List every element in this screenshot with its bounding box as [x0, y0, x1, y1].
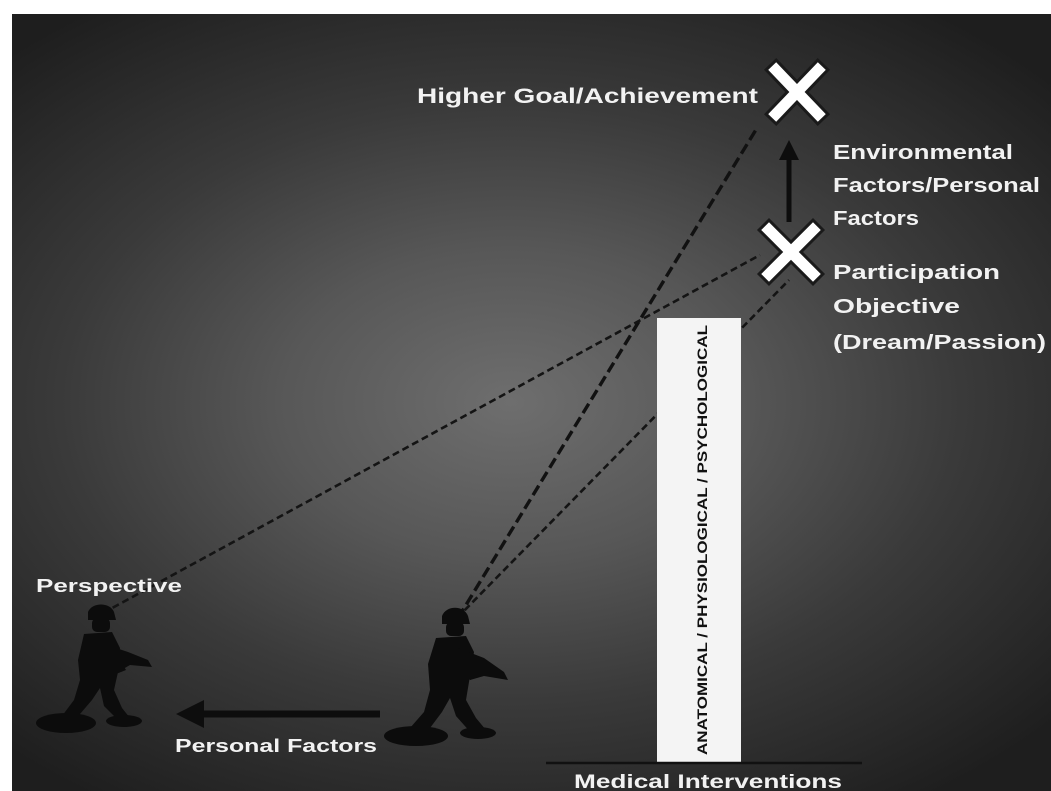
barrier-label: ANATOMICAL / PHYSIOLOGICAL / PSYCHOLOGIC… [695, 325, 710, 755]
medical-interventions-label: Medical Interventions [574, 772, 842, 791]
sight-line-participation [456, 279, 790, 619]
perspective-label: Perspective [36, 576, 182, 596]
barrier-column [657, 318, 741, 762]
personal-factors-label: Personal Factors [175, 736, 377, 756]
diagram-canvas: ANATOMICAL / PHYSIOLOGICAL / PSYCHOLOGIC… [12, 14, 1051, 791]
higher-goal-label: Higher Goal/Achievement [417, 85, 758, 108]
participation-objective-label-line3: (Dream/Passion) [833, 332, 1046, 354]
environmental-factors-label-line2: Factors/Personal [833, 175, 1040, 197]
sight-line-perspective [102, 253, 761, 615]
higher-goal-x-mark-icon [763, 57, 831, 127]
participation-objective-label-line1: Participation [833, 262, 1000, 284]
soldier-silhouette-icon [36, 604, 152, 733]
participation-x-mark-icon [756, 217, 826, 287]
soldier-silhouette-icon [384, 607, 508, 746]
diagram-svg: ANATOMICAL / PHYSIOLOGICAL / PSYCHOLOGIC… [36, 57, 1046, 791]
environmental-factors-label-line3: Factors [833, 208, 919, 230]
participation-objective-label-line2: Objective [833, 296, 960, 318]
environmental-factors-label-line1: Environmental [833, 142, 1013, 164]
